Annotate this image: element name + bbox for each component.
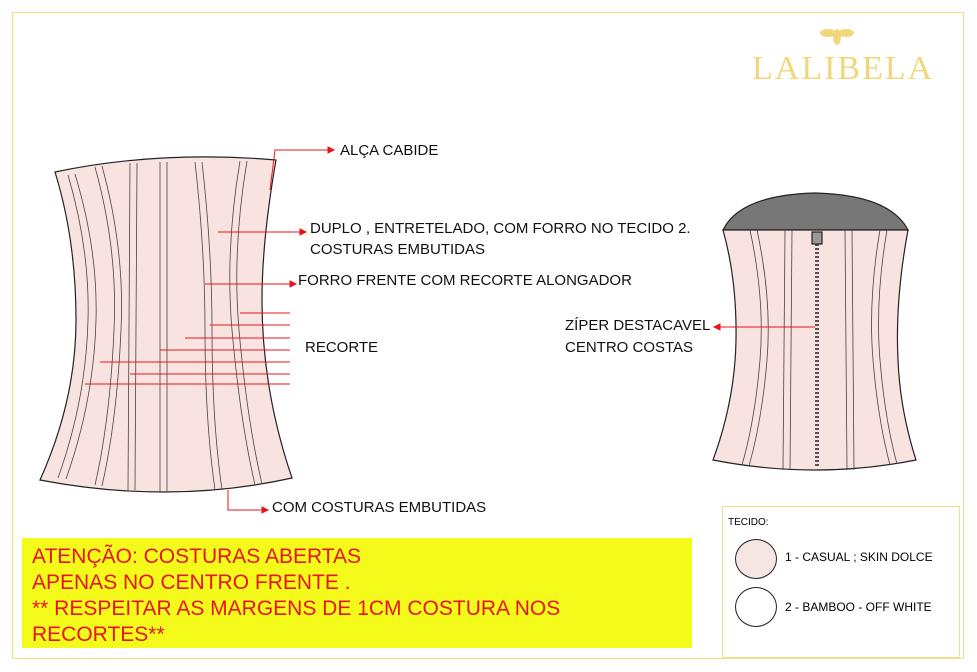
page-border xyxy=(12,12,964,659)
back-corset xyxy=(712,192,917,471)
label-zipper: ZÍPER DESTACAVEL xyxy=(565,317,711,334)
front-corset xyxy=(39,156,293,493)
label-double-2: COSTURAS EMBUTIDAS xyxy=(310,241,486,258)
label-double: DUPLO , ENTRETELADO, COM FORRO NO TECIDO… xyxy=(310,220,691,237)
legend-item: 2 - BAMBOO - OFF WHITE xyxy=(785,600,932,614)
arrows xyxy=(85,146,815,514)
swatch-skin-dolce xyxy=(735,539,777,579)
bee-icon xyxy=(820,29,854,45)
legend-item: 1 - CASUAL ; SKIN DOLCE xyxy=(785,550,933,564)
notice-line: ** RESPEITAR AS MARGENS DE 1CM COSTURA N… xyxy=(32,597,561,646)
label-strap: ALÇA CABIDE xyxy=(340,142,439,159)
label-seams: COM COSTURAS EMBUTIDAS xyxy=(272,499,487,516)
notice-line: ATENÇÃO: COSTURAS ABERTAS xyxy=(32,545,362,568)
warning-notice: ATENÇÃO: COSTURAS ABERTAS APENAS NO CENT… xyxy=(22,538,692,648)
swatch-off-white xyxy=(735,587,777,627)
label-panel: RECORTE xyxy=(305,339,379,356)
fabric-legend: TECIDO: 1 - CASUAL ; SKIN DOLCE 2 - BAMB… xyxy=(722,506,960,658)
notice-line: APENAS NO CENTRO FRENTE . xyxy=(32,571,351,594)
label-zipper-2: CENTRO COSTAS xyxy=(565,339,694,356)
legend-title: TECIDO: xyxy=(728,517,769,528)
brand-logo: LALIBELA xyxy=(752,50,935,87)
label-lining: FORRO FRENTE COM RECORTE ALONGADOR xyxy=(298,272,632,289)
